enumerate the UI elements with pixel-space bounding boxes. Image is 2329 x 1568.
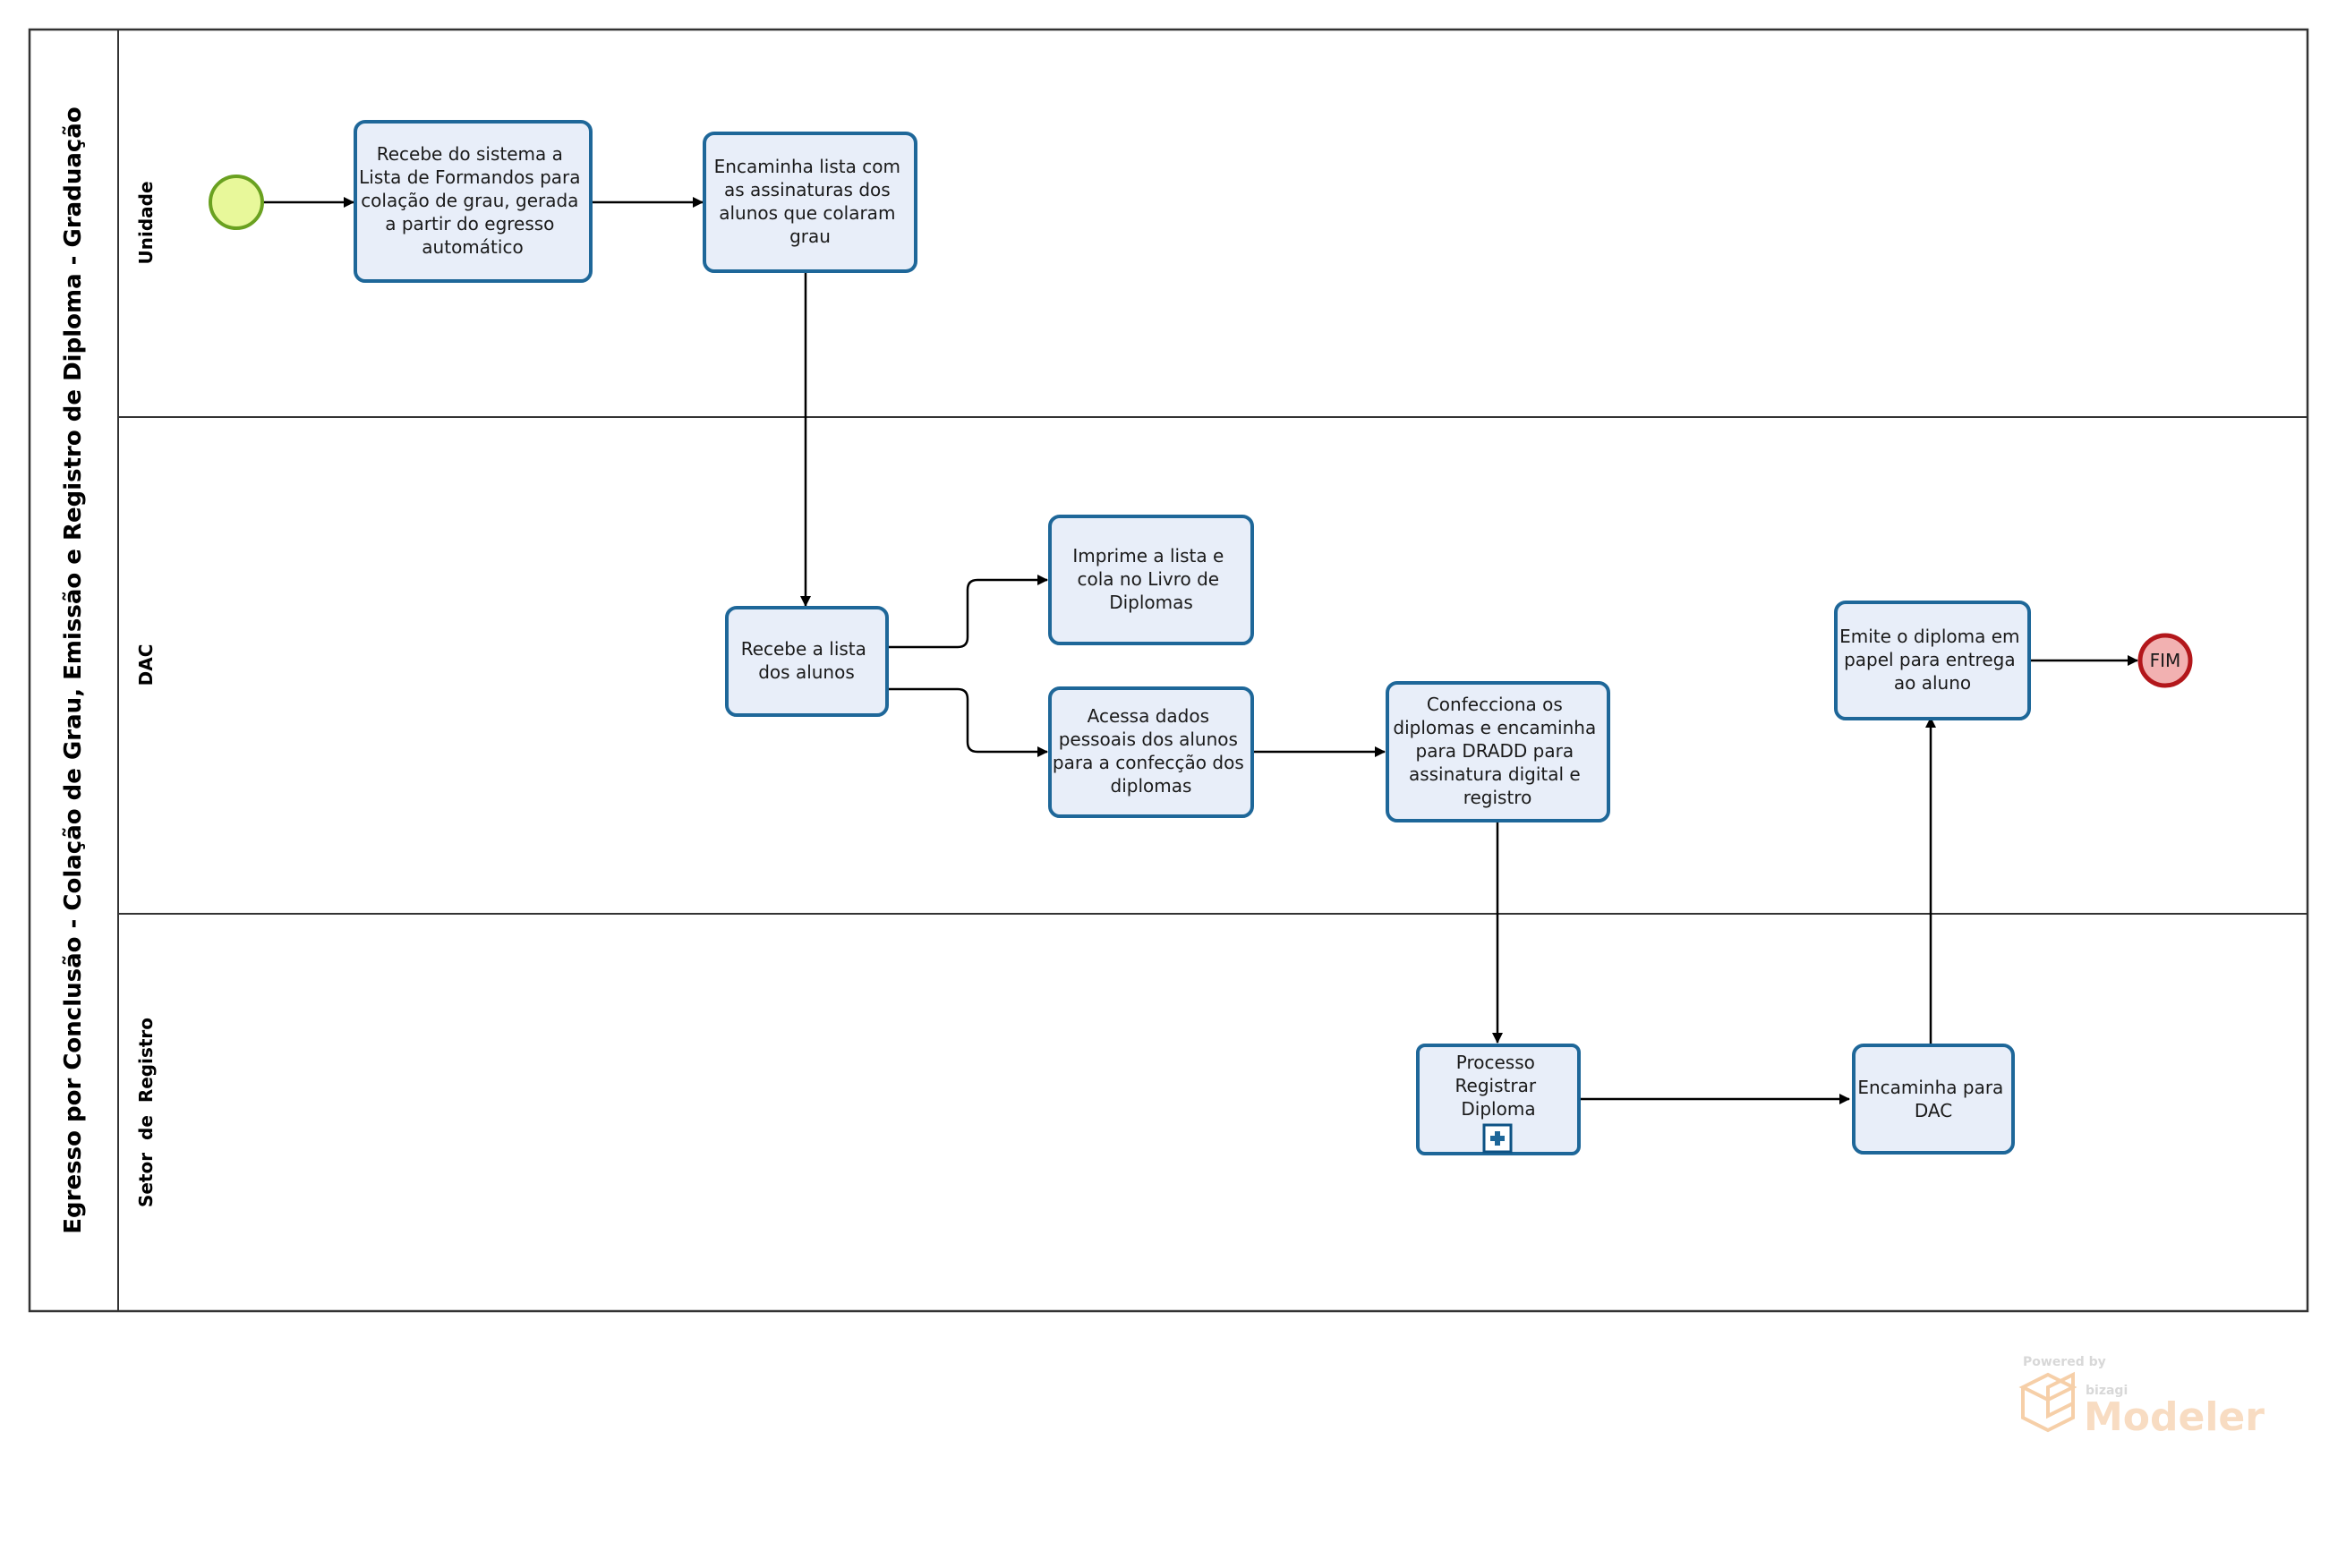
lane-label-unidade: Unidade xyxy=(135,181,157,264)
task-acessa-dados-pessoais[interactable]: Acessa dados pessoais dos alunos para a … xyxy=(1048,686,1254,818)
flow-t3-to-t5 xyxy=(886,687,1048,757)
task-label: Acessa dados pessoais dos alunos para a … xyxy=(1053,705,1250,797)
bizagi-logo-icon xyxy=(2018,1371,2077,1433)
watermark-brand: bizagi xyxy=(2086,1384,2128,1398)
task-emite-diploma-papel[interactable]: Emite o diploma em papel para entrega ao… xyxy=(1834,601,2031,720)
task-label: Recebe do sistema a Lista de Formandos p… xyxy=(359,143,586,258)
watermark-product: Modeler xyxy=(2084,1394,2265,1440)
task-label: Recebe a lista dos alunos xyxy=(741,638,873,683)
task-recebe-lista-formandos[interactable]: Recebe do sistema a Lista de Formandos p… xyxy=(354,120,593,283)
task-confecciona-diplomas[interactable]: Confecciona os diplomas e encaminha para… xyxy=(1386,681,1610,822)
pool: Egresso por Conclusão - Colação de Grau,… xyxy=(28,28,2309,1313)
flow-t3-to-t4 xyxy=(886,575,1048,649)
subprocess-expand-icon[interactable] xyxy=(1482,1123,1513,1154)
subprocess-label: Processo Registrar Diploma xyxy=(1455,1052,1542,1120)
pool-title: Egresso por Conclusão - Colação de Grau,… xyxy=(60,107,87,1233)
bizagi-watermark: Powered by bizagi Modeler xyxy=(2018,1355,2265,1440)
task-encaminha-para-dac[interactable]: Encaminha para DAC xyxy=(1852,1044,2015,1155)
task-label: Emite o diploma em papel para entrega ao… xyxy=(1839,626,2026,694)
lane-label-setor-registro: Setor de Registro xyxy=(135,1018,157,1207)
lane-label-dac: DAC xyxy=(135,644,157,686)
task-imprime-lista[interactable]: Imprime a lista e cola no Livro de Diplo… xyxy=(1048,515,1254,645)
task-label: Encaminha lista com as assinaturas dos a… xyxy=(714,156,907,247)
subprocess-registrar-diploma[interactable]: Processo Registrar Diploma xyxy=(1416,1044,1581,1155)
task-encaminha-lista-assinaturas[interactable]: Encaminha lista com as assinaturas dos a… xyxy=(703,132,917,273)
task-label: Confecciona os diplomas e encaminha para… xyxy=(1393,694,1601,808)
watermark-powered: Powered by xyxy=(2023,1355,2106,1369)
sequence-flows xyxy=(262,197,2138,1104)
task-label: Imprime a lista e cola no Livro de Diplo… xyxy=(1072,545,1229,613)
task-recebe-lista-alunos[interactable]: Recebe a lista dos alunos xyxy=(725,606,889,717)
task-label: Encaminha para DAC xyxy=(1857,1077,2009,1121)
end-event[interactable]: FIM xyxy=(2137,633,2193,688)
end-event-label: FIM xyxy=(2150,650,2181,671)
start-event[interactable] xyxy=(209,175,264,230)
